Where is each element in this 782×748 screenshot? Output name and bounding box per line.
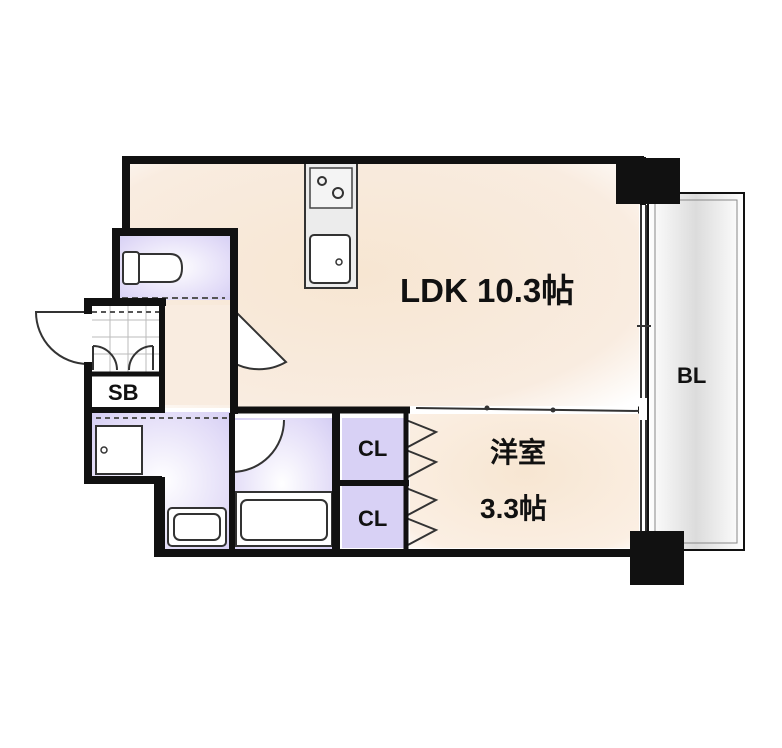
closet-upper-label: CL [358, 436, 387, 461]
entry-door [34, 311, 89, 365]
washroom-door [231, 419, 285, 474]
closet-lower-label: CL [358, 506, 387, 531]
balcony [647, 192, 745, 551]
corridor-floor [162, 305, 230, 405]
pillar-bottom [630, 531, 684, 585]
washing-machine-pan [95, 425, 143, 475]
bathroom [232, 418, 333, 550]
closets [342, 418, 439, 548]
balcony-label: BL [677, 363, 706, 388]
western-room-label-line2: 3.3帖 [480, 493, 547, 524]
shoe-box-label: SB [108, 380, 139, 405]
toilet-bowl [138, 253, 184, 283]
toilet-room [118, 234, 230, 300]
kitchen [304, 162, 358, 289]
western-room-label-line1: 洋室 [490, 436, 546, 468]
shoe-box [92, 375, 162, 410]
ldk-label: LDK 10.3帖 [400, 272, 574, 309]
entrance [92, 305, 162, 373]
western-room-floor [410, 412, 641, 548]
pillar-top [616, 158, 680, 204]
kitchen-sink [309, 234, 351, 284]
toilet-tank [122, 251, 140, 285]
